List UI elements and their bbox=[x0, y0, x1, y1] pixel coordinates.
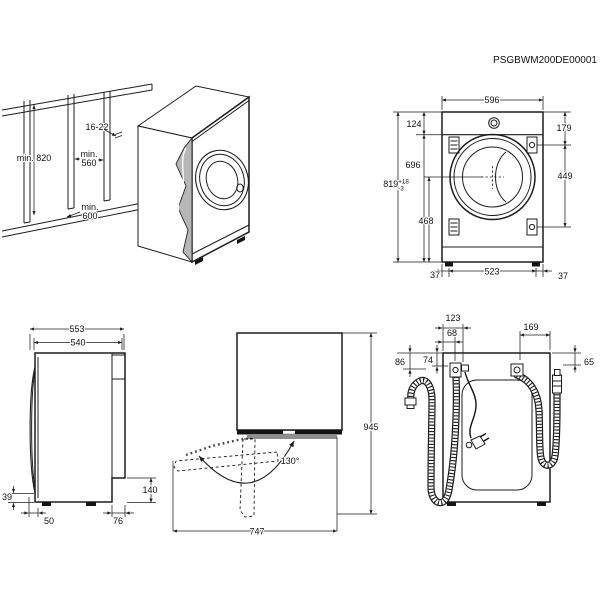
niche-height-label: min. 820 bbox=[17, 153, 52, 163]
rear-panel-bulge bbox=[461, 379, 533, 491]
dim-drain-hose-drop: 86 bbox=[394, 345, 443, 377]
dim-front-left-chain: 124 696 468 819+18-3 bbox=[382, 111, 483, 263]
drain-hose-end-fitting bbox=[404, 397, 417, 406]
niche-wall-right bbox=[103, 91, 111, 202]
cord-offset-label: 123 bbox=[445, 313, 460, 323]
machine-foot-3d bbox=[237, 236, 245, 244]
inlet-hose-fitting bbox=[552, 374, 562, 394]
cord-gland bbox=[461, 364, 469, 372]
top-view: 130° 945 747 bbox=[172, 332, 380, 538]
hinge-span-label: 449 bbox=[557, 171, 572, 181]
inlet-drop-label: 65 bbox=[584, 357, 594, 367]
power-cord bbox=[464, 371, 490, 450]
drum-bottom-label: 468 bbox=[418, 216, 433, 226]
machine-3d bbox=[136, 85, 251, 265]
drain-hose bbox=[404, 373, 460, 507]
dim-front-width: 596 bbox=[441, 94, 544, 110]
dim-depth-body: 540 bbox=[33, 336, 123, 350]
worktop-gap-label: 16-22 bbox=[85, 122, 108, 132]
front-width-label: 596 bbox=[484, 95, 499, 105]
door-swing-trace bbox=[185, 436, 252, 457]
rear-recess-depth-label: 76 bbox=[113, 516, 123, 526]
drain-gland-drop-label: 74 bbox=[423, 355, 433, 365]
dim-cord-offset: 123 bbox=[435, 312, 471, 362]
door-latch bbox=[283, 430, 295, 434]
dim-drain-gland-drop: 74 bbox=[422, 345, 448, 374]
width-door-open-label: 747 bbox=[249, 527, 264, 537]
dim-depth-door-open: 945 bbox=[336, 332, 380, 531]
niche-width-label-min: min. bbox=[80, 149, 97, 159]
dim-drain-offset: 68 bbox=[435, 327, 463, 361]
door-bulge-outer bbox=[29, 366, 36, 494]
hinge-bracket-bottom-left bbox=[448, 218, 460, 236]
feet-span-label: 523 bbox=[484, 267, 499, 277]
dim-depth-total: 553 bbox=[29, 323, 125, 350]
power-plug bbox=[470, 435, 486, 450]
foot-left-label: 37 bbox=[430, 270, 440, 280]
hinge-bracket-top-left bbox=[448, 136, 460, 154]
inlet-gland bbox=[510, 363, 524, 377]
top-button bbox=[488, 117, 500, 129]
dim-worktop-gap: 16-22 bbox=[84, 121, 123, 139]
dim-front-right-chain: 179 449 bbox=[537, 111, 574, 228]
machine-foot-3d bbox=[195, 257, 203, 265]
door-open-130 bbox=[173, 451, 279, 472]
door-angle-label: 130° bbox=[281, 456, 300, 466]
rear-top-box bbox=[111, 354, 126, 380]
door-zone-label: 696 bbox=[405, 160, 420, 170]
part-number: PSGBWM200DE00001 bbox=[493, 55, 597, 66]
niche-width-value: 560 bbox=[81, 158, 96, 168]
machine-door-3d bbox=[195, 149, 249, 211]
dim-inlet-offset: 169 bbox=[519, 321, 551, 360]
depth-total-label: 553 bbox=[69, 324, 84, 334]
front-foot-offset-label: 50 bbox=[44, 516, 54, 526]
dim-width-door-open: 747 bbox=[172, 461, 337, 538]
side-view: 553 540 39 50 76 bbox=[1, 323, 159, 527]
dim-inlet-drop: 65 bbox=[552, 345, 595, 373]
foot-right-label: 37 bbox=[558, 271, 568, 281]
front-view: 596 124 696 468 819+18-3 179 449 bbox=[382, 94, 574, 282]
depth-door-open-label: 945 bbox=[363, 422, 378, 432]
door-open-90 bbox=[239, 438, 256, 518]
front-foot-right bbox=[532, 262, 540, 267]
niche-depth-value: 600 bbox=[82, 211, 97, 221]
dim-front-foot-offset: 50 bbox=[21, 497, 55, 527]
inlet-hose bbox=[513, 369, 562, 469]
door-handle-3d bbox=[236, 183, 244, 193]
height-label: 819+18-3 bbox=[383, 179, 409, 193]
bottom-detail-label: 39 bbox=[2, 492, 12, 502]
side-foot-front bbox=[42, 502, 51, 506]
side-foot-rear bbox=[86, 502, 96, 506]
rear-recess-height-label: 140 bbox=[142, 485, 157, 495]
hinge-top-label: 179 bbox=[556, 123, 571, 133]
door-bulge-inner bbox=[31, 370, 36, 490]
side-panel-left bbox=[23, 100, 31, 224]
niche-view: min. 820 16-22 min. 560 min. 600 bbox=[1, 83, 251, 265]
inlet-offset-label: 169 bbox=[523, 322, 538, 332]
depth-body-label: 540 bbox=[70, 338, 85, 348]
top-outline bbox=[236, 332, 343, 431]
dim-niche-width: min. 560 bbox=[74, 148, 104, 169]
door-swing-arc bbox=[198, 440, 295, 484]
dim-niche-height: min. 820 bbox=[16, 105, 52, 215]
rear-foot-left bbox=[447, 502, 456, 506]
dim-niche-depth: min. 600 bbox=[66, 201, 100, 222]
drain-gland bbox=[449, 362, 462, 378]
dim-front-feet: 37 523 37 bbox=[429, 264, 569, 282]
floor-edge bbox=[1, 202, 143, 238]
dim-rear-recess-height: 140 bbox=[127, 477, 159, 503]
rear-view: 123 68 169 86 74 bbox=[394, 312, 595, 507]
top-offset-label: 124 bbox=[406, 119, 421, 129]
worktop bbox=[1, 83, 153, 117]
drain-offset-label: 68 bbox=[447, 328, 457, 338]
dim-rear-recess-depth: 76 bbox=[103, 505, 134, 527]
dim-bottom-detail: 39 bbox=[1, 486, 34, 510]
drain-hose-drop-label: 86 bbox=[395, 357, 405, 367]
rear-foot-right bbox=[537, 502, 546, 506]
niche-depth-label-min: min. bbox=[81, 202, 98, 212]
front-foot-left bbox=[445, 262, 453, 267]
niche-wall-left bbox=[67, 94, 75, 210]
